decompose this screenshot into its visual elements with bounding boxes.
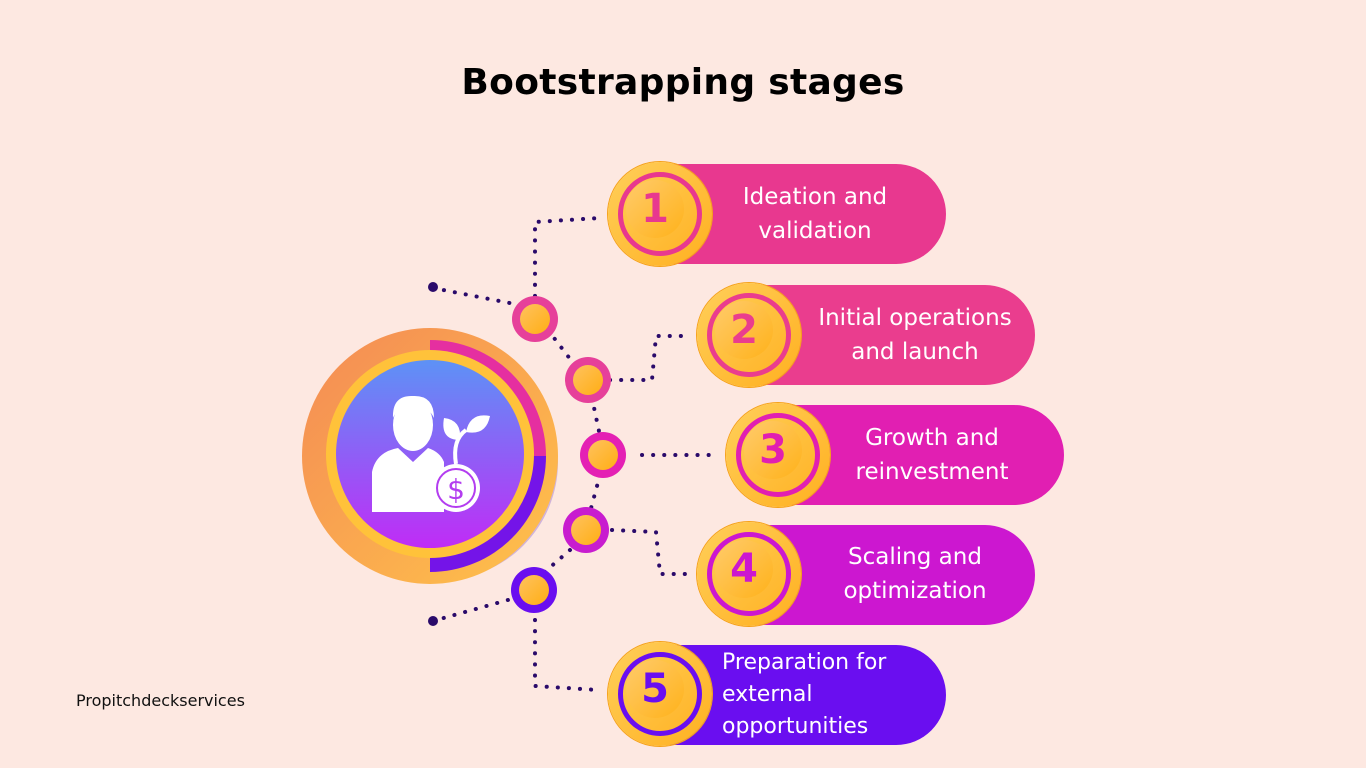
node-5 [511,567,557,613]
stage-4-label: Scaling and optimization [843,544,987,604]
connector-2-to-3 [590,396,602,438]
stage-1-label: Ideation and validation [742,184,888,244]
page-title: Bootstrapping stages [461,62,905,103]
connector-5b [533,618,600,692]
stage-2-badge: 2 [697,283,801,387]
stage-3-label: Growth and reinvestment [855,425,1009,485]
person-with-money-plant-icon: $ [372,395,490,512]
connector-4 [610,528,692,576]
node-2 [565,357,611,403]
footer-brand: Propitchdeckservices [76,691,245,710]
stage-2-number: 2 [715,301,773,359]
stage-4-number: 4 [715,540,773,598]
node-3 [580,432,626,478]
connector-2 [608,334,692,382]
connector-5 [431,596,517,623]
stage-1-number: 1 [626,180,684,238]
endpoint-dot-top [428,282,438,292]
stage-5-label: Preparation for external opportunities [722,650,887,739]
stage-5-badge: 5 [608,642,712,746]
node-4 [563,507,609,553]
node-1 [512,296,558,342]
endpoint-dot-bottom [428,616,438,626]
stage-1-badge: 1 [608,162,712,266]
stage-3-badge: 3 [726,403,830,507]
connector-3-to-4 [588,473,602,514]
connector-1 [431,286,522,307]
stage-4-badge: 4 [697,522,801,626]
stage-5-number: 5 [626,660,684,718]
svg-text:$: $ [447,473,465,506]
connector-1b [533,216,602,298]
stage-2-label: Initial operations and launch [818,305,1012,365]
stage-3-number: 3 [744,421,802,479]
